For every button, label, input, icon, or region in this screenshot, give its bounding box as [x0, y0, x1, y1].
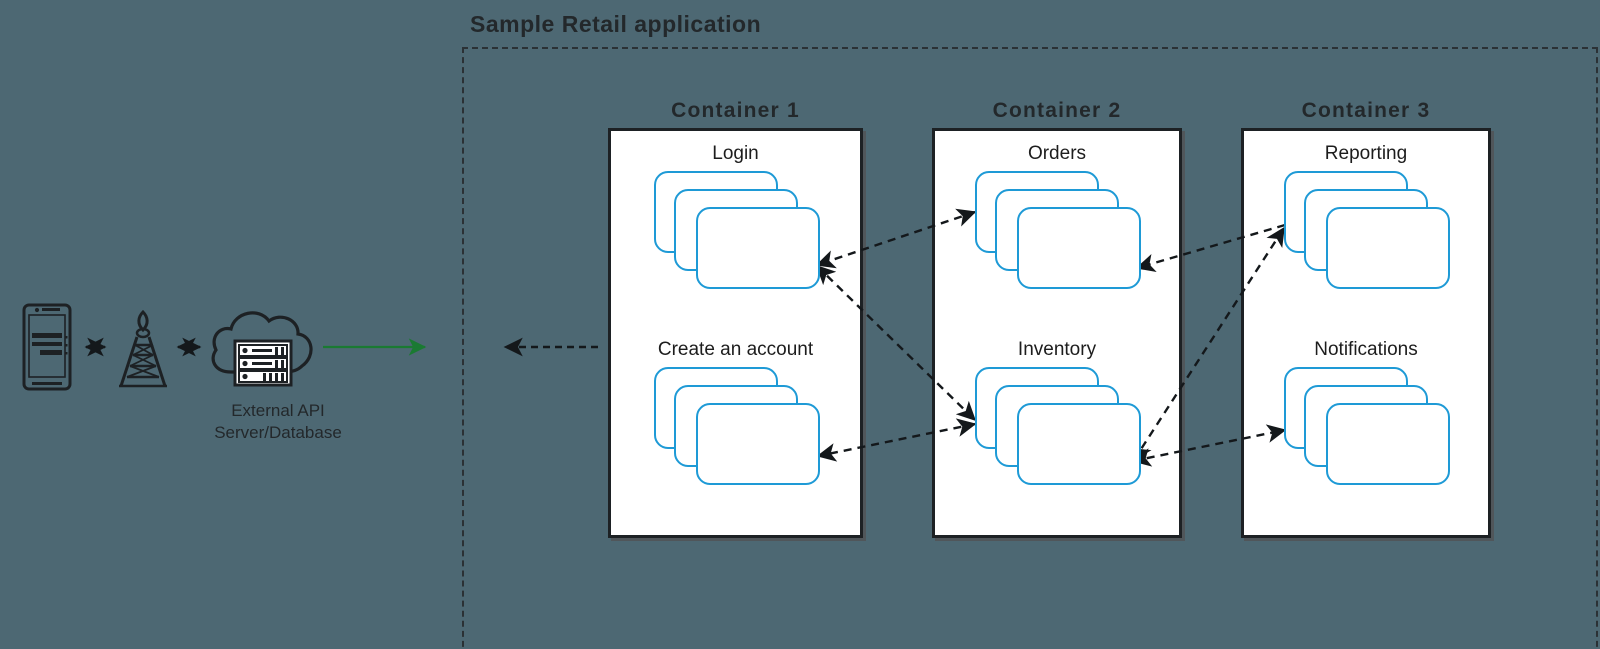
- external-api-label-line2: Server/Database: [214, 423, 342, 442]
- service-card: [1326, 207, 1450, 289]
- service-create-an-account: Create an account: [611, 339, 860, 485]
- smartphone-icon: [18, 303, 82, 396]
- service-orders: Orders: [935, 143, 1179, 289]
- service-login: Login: [611, 143, 860, 289]
- container-3: Container 3 Reporting Notifications: [1241, 98, 1491, 538]
- service-reporting-card-stack: [1284, 171, 1488, 289]
- cell-tower-icon: [110, 302, 176, 395]
- external-api-label-line1: External API: [231, 401, 325, 420]
- container-2-box: Orders Inventory: [932, 128, 1182, 538]
- service-orders-label: Orders: [1027, 143, 1087, 164]
- service-reporting: Reporting: [1244, 143, 1488, 289]
- application-boundary-right-edge: [1596, 47, 1598, 649]
- service-card: [1326, 403, 1450, 485]
- external-api-label: External API Server/Database: [178, 400, 378, 444]
- service-card: [696, 403, 820, 485]
- application-boundary: [462, 47, 1600, 649]
- container-3-box: Reporting Notifications: [1241, 128, 1491, 538]
- container-2-title: Container 2: [992, 99, 1122, 122]
- container-1: Container 1 Login Create an account: [608, 98, 863, 538]
- container-3-title: Container 3: [1301, 99, 1431, 122]
- service-card: [1017, 207, 1141, 289]
- page-title: Sample Retail application: [470, 11, 762, 37]
- service-create-an-account-label: Create an account: [657, 339, 814, 360]
- container-1-title: Container 1: [671, 99, 800, 122]
- service-notifications: Notifications: [1244, 339, 1488, 485]
- service-orders-card-stack: [975, 171, 1179, 289]
- service-notifications-card-stack: [1284, 367, 1488, 485]
- service-inventory: Inventory: [935, 339, 1179, 485]
- service-create-an-account-card-stack: [654, 367, 860, 485]
- service-login-card-stack: [654, 171, 860, 289]
- container-2: Container 2 Orders Inventory: [932, 98, 1182, 538]
- service-inventory-label: Inventory: [1017, 339, 1097, 360]
- service-card: [1017, 403, 1141, 485]
- container-1-box: Login Create an account: [608, 128, 863, 538]
- service-card: [696, 207, 820, 289]
- service-reporting-label: Reporting: [1324, 143, 1408, 164]
- service-notifications-label: Notifications: [1314, 339, 1418, 360]
- cloud-server-icon: [203, 296, 318, 393]
- service-inventory-card-stack: [975, 367, 1179, 485]
- service-login-label: Login: [712, 143, 759, 164]
